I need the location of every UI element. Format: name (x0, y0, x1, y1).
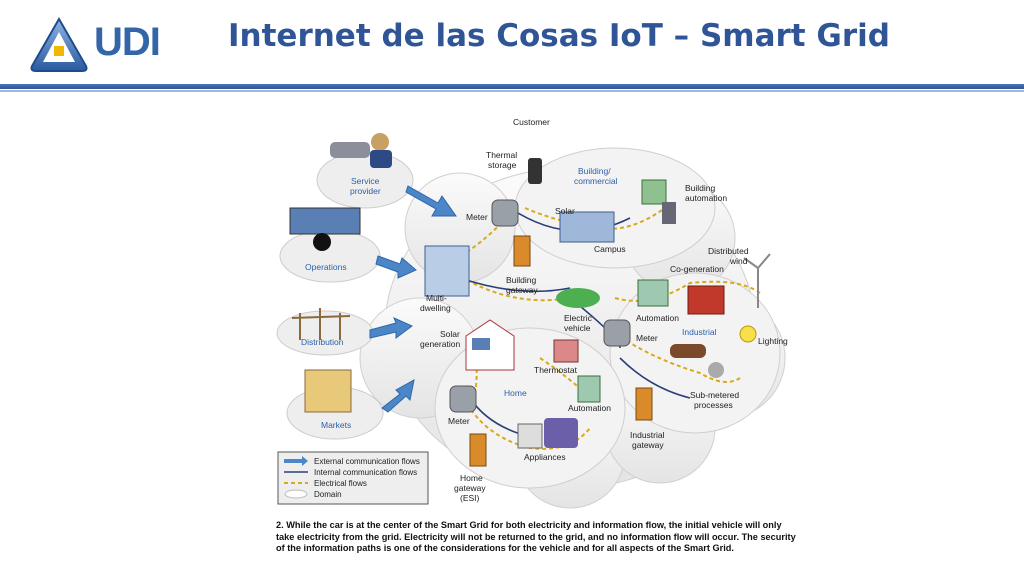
meter-top-icon (491, 199, 519, 227)
legend-electrical: Electrical flows (314, 479, 367, 488)
lighting-icon (739, 325, 757, 343)
label-co-generation: Co-generation (670, 264, 724, 274)
label-meter-home: Meter (448, 416, 470, 426)
node-icons (289, 133, 771, 467)
legend-external-arrow-icon (284, 456, 308, 466)
label-home-gateway-1: Home (460, 473, 483, 483)
label-sub-metered-2: processes (694, 400, 733, 410)
udi-logo: UDI (28, 16, 188, 74)
label-distribution: Distribution (301, 337, 344, 347)
logo-text: UDI (94, 20, 161, 64)
logo-triangle-icon (30, 16, 88, 72)
label-electric-vehicle-2: vehicle (564, 323, 591, 333)
domain-label-customer: Customer (513, 117, 550, 127)
label-electric-vehicle-1: Electric (564, 313, 593, 323)
wind-turbine-icon (743, 253, 771, 308)
label-building-gateway-2: gateway (506, 285, 538, 295)
label-thermal-storage-1: Thermal (486, 150, 517, 160)
slide-title: Internet de las Cosas IoT – Smart Grid (228, 18, 890, 54)
label-thermal-storage-2: storage (488, 160, 517, 170)
car-service-icon (330, 142, 370, 158)
legend-external: External communication flows (314, 457, 420, 466)
appliances-icon (517, 423, 543, 449)
operator-icon (313, 233, 331, 251)
multi-dwelling-icon (424, 245, 470, 297)
label-multi-dwelling-2: dwelling (420, 303, 451, 313)
robot-arm-icon (708, 362, 724, 378)
meter-home-icon (449, 385, 477, 413)
domain-label-home: Home (504, 388, 527, 398)
home-gateway-icon (469, 433, 487, 467)
header-divider-thin (0, 90, 1024, 92)
thermal-storage-icon (528, 158, 542, 184)
label-meter-industrial: Meter (636, 333, 658, 343)
label-distributed-wind-2: wind (729, 256, 748, 266)
building-automation-icon (641, 179, 667, 205)
label-automation-home: Automation (568, 403, 611, 413)
domain-label-building-1: Building/ (578, 166, 611, 176)
label-service-provider-2: provider (350, 186, 381, 196)
legend-domain-icon (284, 489, 308, 499)
domain-label-industrial: Industrial (682, 327, 717, 337)
sub-metered-processes-icon (670, 344, 706, 358)
label-sub-metered-1: Sub-metered (690, 390, 739, 400)
operations-cloud (279, 229, 381, 283)
operations-monitors-icon (289, 207, 361, 235)
external-flow-arrows (369, 185, 457, 413)
slide-header: UDI Internet de las Cosas IoT – Smart Gr… (0, 0, 1024, 92)
label-building-gateway-1: Building (506, 275, 537, 285)
label-meter-top: Meter (466, 212, 488, 222)
label-building-automation-1: Building (685, 183, 716, 193)
label-thermostat: Thermostat (534, 365, 578, 375)
label-campus: Campus (594, 244, 626, 254)
industrial-automation-icon (637, 279, 669, 307)
label-building-automation-2: automation (685, 193, 727, 203)
building-gateway-icon (513, 235, 531, 267)
label-multi-dwelling-1: Multi- (426, 293, 447, 303)
automation-home-icon (577, 375, 601, 403)
person-icon (371, 133, 389, 151)
legend: External communication flows Internal co… (277, 451, 429, 505)
industrial-gateway-icon (635, 387, 653, 421)
label-lighting: Lighting (758, 336, 788, 346)
label-automation-industrial: Automation (636, 313, 679, 323)
meter-industrial-icon (603, 319, 631, 347)
label-markets: Markets (321, 420, 351, 430)
power-lines-icon (291, 308, 351, 340)
label-solar-generation-1: Solar (440, 329, 460, 339)
label-solar: Solar (555, 206, 575, 216)
label-industrial-gateway-2: gateway (632, 440, 664, 450)
header-divider (0, 84, 1024, 89)
domain-label-building-2: commercial (574, 176, 618, 186)
label-distributed-wind-1: Distributed (708, 246, 749, 256)
label-home-gateway-2: gateway (454, 483, 486, 493)
campus-icon (559, 211, 615, 243)
label-industrial-gateway-1: Industrial (630, 430, 665, 440)
label-home-gateway-3: (ESI) (460, 493, 480, 503)
co-generation-icon (687, 285, 725, 315)
diagram-caption: 2. While the car is at the center of the… (276, 520, 796, 553)
label-solar-generation-2: generation (420, 339, 460, 349)
legend-domain: Domain (314, 490, 342, 499)
thermostat-icon (553, 339, 579, 363)
label-service-provider-1: Service (351, 176, 380, 186)
smart-grid-diagram: Customer Building/ commercial Industrial… (276, 117, 788, 509)
label-appliances: Appliances (524, 452, 566, 462)
markets-building-icon (304, 369, 352, 413)
legend-internal: Internal communication flows (314, 468, 417, 477)
label-operations: Operations (305, 262, 347, 272)
electric-vehicle-icon (556, 288, 600, 308)
